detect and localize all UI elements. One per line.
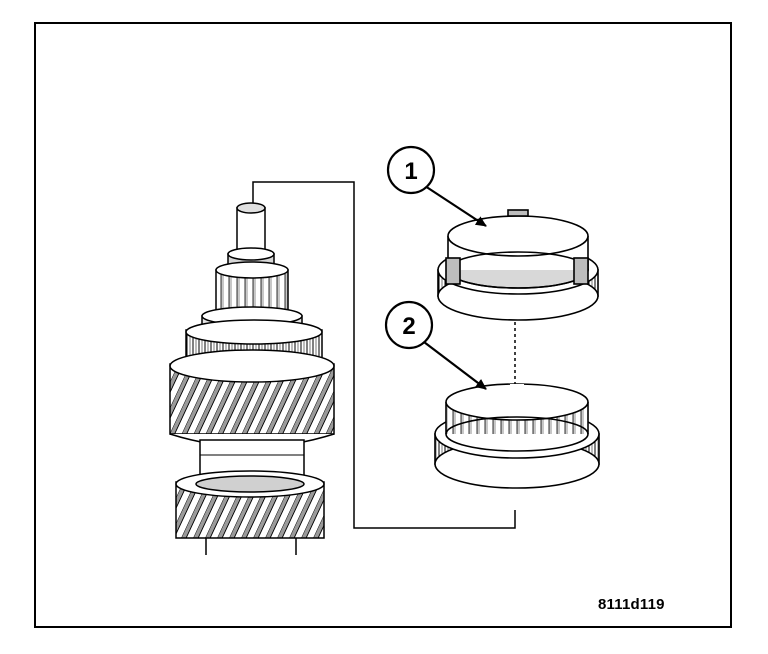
callout-1-leader bbox=[424, 185, 487, 227]
callout-1: 1 bbox=[386, 145, 487, 227]
callout-2-circle bbox=[384, 300, 434, 350]
assembly-connector-line bbox=[252, 181, 516, 529]
diagram-frame bbox=[34, 22, 732, 628]
callout-2-leader bbox=[423, 341, 487, 390]
figure-id: 8111d119 bbox=[598, 596, 665, 613]
callout-2-label: 2 bbox=[402, 313, 415, 340]
synchro-ring-2-icon bbox=[434, 383, 600, 489]
mainshaft-gear-assembly-icon bbox=[169, 202, 335, 555]
synchro-ring-1-icon bbox=[437, 209, 599, 321]
callout-2: 2 bbox=[384, 300, 487, 390]
callout-1-circle bbox=[386, 145, 436, 195]
callout-1-label: 1 bbox=[404, 158, 417, 185]
